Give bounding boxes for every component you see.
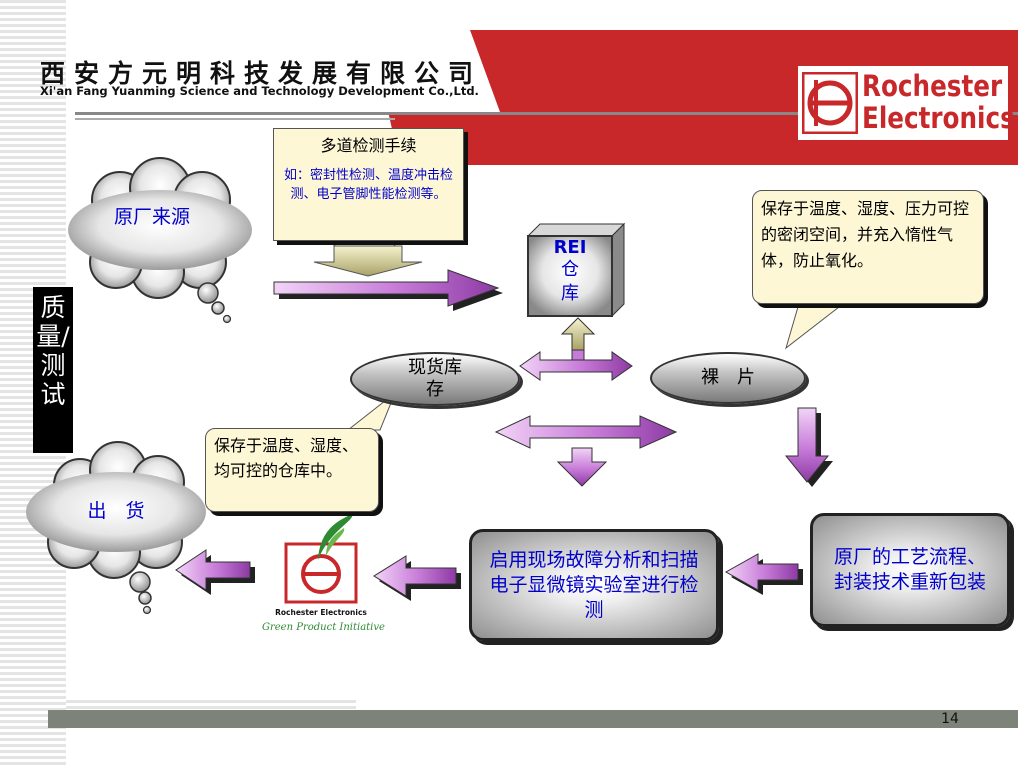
green-logo-line1: Rochester Electronics [275, 608, 367, 617]
callout-storage-stock: 保存于温度、湿度、均可控的仓库中。 [205, 428, 379, 512]
side-label-quality-test: 质量/测试 [33, 287, 73, 453]
rochester-logo: Rochester Electronics [798, 66, 1015, 140]
company-name-en: Xi'an Fang Yuanming Science and Technolo… [40, 84, 479, 98]
callout-inspection: 多道检测手续 如：密封性检测、温度冲击检测、电子管脚性能检测等。 [273, 128, 464, 241]
green-logo-line2: Green Product Initiative [262, 622, 385, 633]
cross-arrow-shape [519, 317, 633, 381]
callout-inspection-body: 如：密封性检测、温度冲击检测、电子管脚性能检测等。 [283, 168, 453, 202]
rochester-e-logo-icon [802, 72, 858, 134]
node-die: 裸 片 [650, 352, 806, 404]
logo-word-rochester: Rochester [862, 69, 1003, 103]
node-lab: 启用现场故障分析和扫描电子显微镜实验室进行检测 [469, 529, 719, 641]
logo-word-electronics: Electronics [862, 101, 1015, 135]
node-stock: 现货库存 [350, 352, 520, 406]
green-product-logo-icon [284, 514, 358, 604]
node-repack: 原厂的工艺流程、封装技术重新包装 [810, 513, 1010, 627]
callout-inspection-title: 多道检测手续 [320, 136, 417, 155]
warehouse-cube-shape [526, 222, 626, 318]
company-name-cn: 西安方元明科技发展有限公司 [40, 59, 483, 88]
warehouse-label: 仓库 [561, 259, 579, 304]
cloud-ship-shape [26, 441, 206, 615]
page-number: 14 [941, 711, 959, 727]
node-source: 原厂来源 [113, 206, 190, 228]
node-warehouse: REI 仓库 [528, 238, 612, 306]
cloud-source-shape [68, 157, 252, 324]
callout-storage-die: 保存于温度、湿度、压力可控的密闭空间，并充入惰性气体，防止氧化。 [752, 190, 984, 304]
node-ship: 出 货 [87, 500, 145, 522]
warehouse-rei: REI [553, 237, 587, 258]
